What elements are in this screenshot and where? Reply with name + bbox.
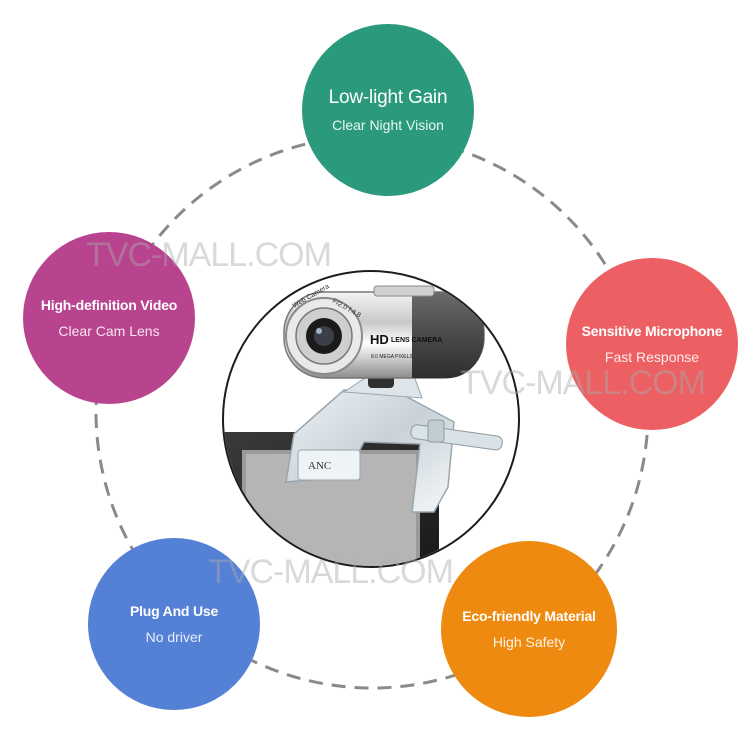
webcam-product-photo: ANC Web Camera F/2.0 f:4.8 HD LENS CAMER… [222, 270, 520, 568]
lens-camera-label: LENS CAMERA [391, 337, 442, 344]
feature-subtitle: High Safety [492, 634, 566, 650]
hd-label: HD [370, 332, 389, 347]
brand-label: ANC [308, 460, 331, 472]
feature-title: Sensitive Microphone [581, 323, 723, 339]
feature-subtitle: Clear Cam Lens [58, 323, 160, 339]
feature-subtitle: Fast Response [604, 349, 700, 365]
feature-subtitle: Clear Night Vision [332, 117, 444, 133]
feature-plug-and-use: Plug And Use No driver [88, 538, 260, 710]
mega-pixel-label: 8.0 MEGA PIXELS [371, 354, 413, 360]
feature-hd-video: High-definition Video Clear Cam Lens [23, 232, 195, 404]
feature-subtitle: No driver [145, 629, 203, 645]
feature-microphone: Sensitive Microphone Fast Response [566, 258, 738, 430]
webcam-illustration: ANC Web Camera F/2.0 f:4.8 HD LENS CAMER… [224, 283, 503, 566]
feature-eco-friendly: Eco-friendly Material High Safety [441, 541, 617, 717]
feature-title: Plug And Use [129, 603, 219, 619]
feature-title: High-definition Video [40, 297, 178, 313]
feature-low-light-gain: Low-light Gain Clear Night Vision [302, 24, 474, 196]
feature-title: Eco-friendly Material [462, 608, 596, 624]
feature-title: Low-light Gain [328, 87, 448, 108]
